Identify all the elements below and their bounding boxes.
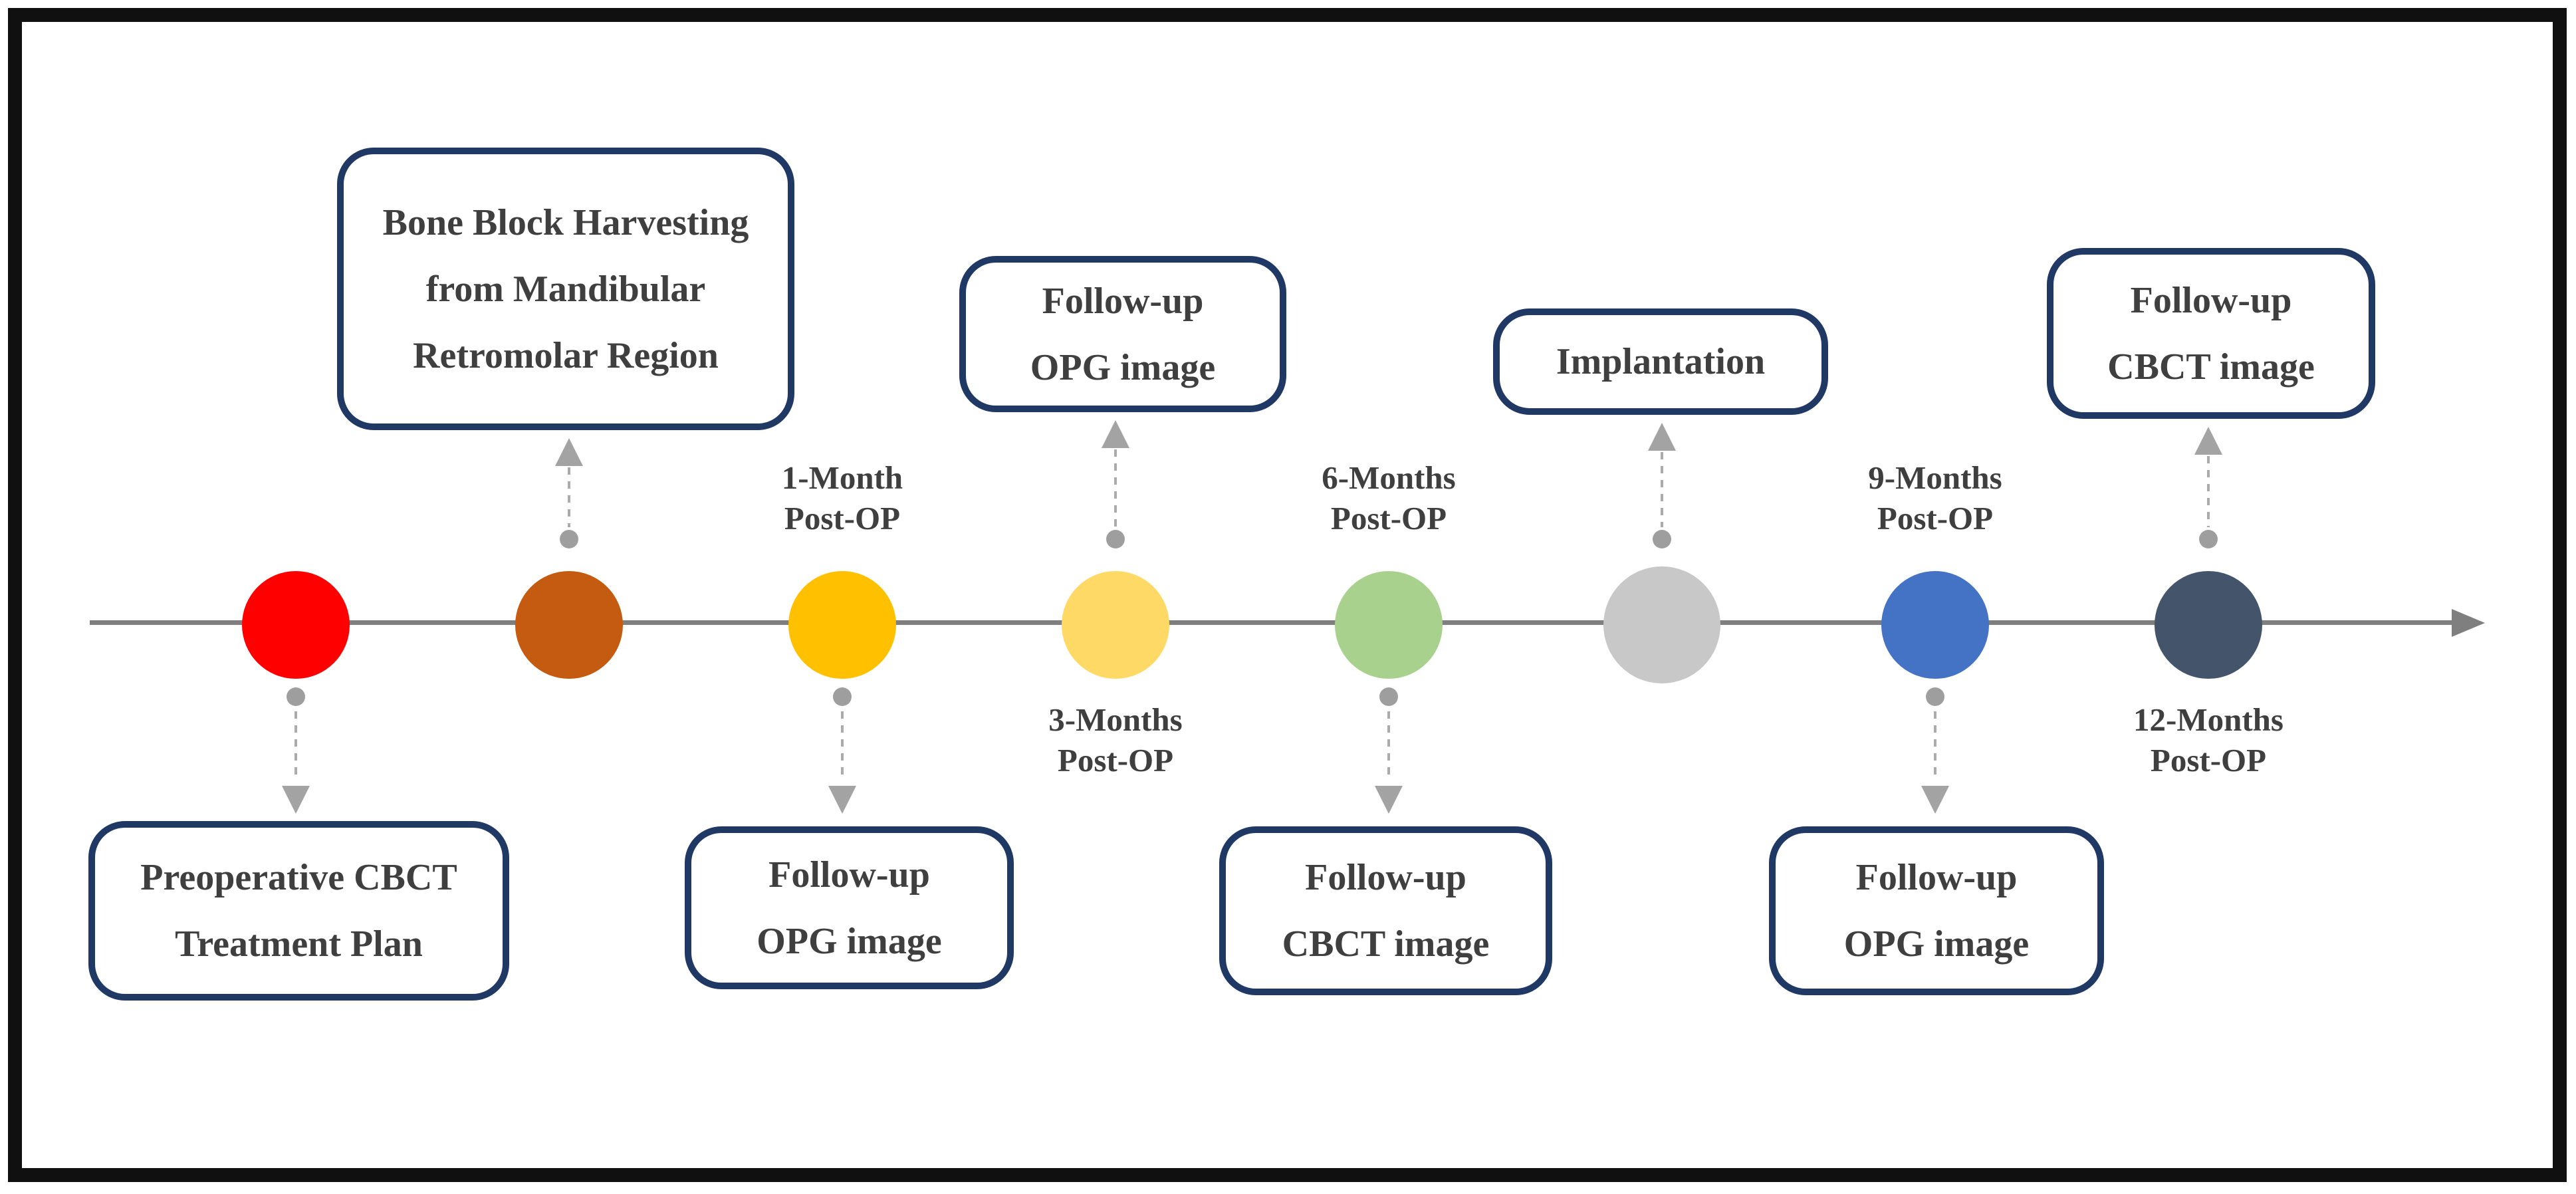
time-label-line: 6-Months [1322,459,1456,496]
box-label-line: OPG image [757,920,942,962]
time-label-six-months-post-op: 6-Months Post-OP [1269,457,1508,538]
connector-dashed-line [1114,449,1117,527]
event-box-six-months-followup: Follow-up CBCT image [1219,826,1552,995]
connector-dashed-line [1661,452,1663,527]
connector-dot-icon [1379,687,1398,706]
connector-arrowhead-icon [2194,427,2222,455]
time-label-three-months-post-op: 3-Months Post-OP [996,699,1235,780]
connector-dashed-line [294,711,297,779]
connector-dot-icon [1653,530,1671,548]
time-label-nine-months-post-op: 9-Months Post-OP [1815,457,2055,538]
box-label-line: Treatment Plan [175,923,423,965]
connector-dot-icon [1106,530,1125,548]
box-label-line: Follow-up [1042,280,1204,322]
box-label-line: CBCT image [1282,923,1490,965]
event-box-three-months-followup: Follow-up OPG image [959,256,1286,412]
event-circle-implantation [1603,566,1720,683]
connector-dot-icon [2199,530,2218,548]
connector-dot-icon [1926,687,1944,706]
event-box-one-month-followup: Follow-up OPG image [685,826,1014,989]
box-label-line: OPG image [1030,346,1216,388]
event-circle-bone-block-harvesting [515,571,623,679]
connector-dashed-line [568,467,570,527]
event-circle-three-months-post-op [1062,571,1169,679]
time-label-line: 9-Months [1868,459,2002,496]
time-label-line: Post-OP [784,500,901,537]
event-box-nine-months-followup: Follow-up OPG image [1769,826,2104,995]
timeline-arrowhead-icon [2452,609,2485,637]
box-label-line: CBCT image [2107,346,2315,388]
event-box-twelve-months-followup: Follow-up CBCT image [2047,248,2375,419]
event-box-bone-block-harvesting: Bone Block Harvesting from Mandibular Re… [337,148,794,430]
event-box-preoperative: Preoperative CBCT Treatment Plan [88,821,509,1001]
time-label-line: Post-OP [1330,500,1447,537]
connector-dot-icon [560,530,578,548]
connector-dot-icon [287,687,305,706]
box-label-line: Follow-up [1305,857,1466,898]
time-label-line: 1-Month [781,459,903,496]
time-label-line: 3-Months [1048,701,1183,738]
box-label-line: Bone Block Harvesting [382,201,749,243]
event-circle-one-month-post-op [788,571,896,679]
connector-dot-icon [833,687,852,706]
connector-dashed-line [1934,711,1936,779]
event-circle-preoperative [242,571,350,679]
event-circle-nine-months-post-op [1881,571,1989,679]
time-label-line: Post-OP [1057,742,1174,778]
box-label-line: Follow-up [768,854,930,896]
box-label-line: Preoperative CBCT [140,857,457,898]
connector-arrowhead-icon [1921,786,1949,814]
connector-arrowhead-icon [555,438,583,466]
box-label-line: OPG image [1843,923,2030,965]
connector-arrowhead-icon [828,786,856,814]
box-label-line: Implantation [1556,341,1766,382]
timeline-axis [90,620,2456,625]
event-box-implantation: Implantation [1493,308,1828,415]
time-label-line: Post-OP [1877,500,1994,537]
connector-arrowhead-icon [1648,423,1676,451]
time-label-line: Post-OP [2150,742,2267,778]
connector-arrowhead-icon [1375,786,1403,814]
event-circle-twelve-months-post-op [2155,571,2262,679]
time-label-line: 12-Months [2133,701,2283,738]
time-label-one-month-post-op: 1-Month Post-OP [723,457,962,538]
box-label-line: Retromolar Region [413,334,719,376]
event-circle-six-months-post-op [1335,571,1443,679]
box-label-line: from Mandibular [425,268,706,310]
connector-dashed-line [2207,456,2210,527]
connector-dashed-line [841,711,844,779]
box-label-line: Follow-up [1855,857,2018,898]
time-label-twelve-months-post-op: 12-Months Post-OP [2089,699,2328,780]
box-label-line: Follow-up [2130,279,2292,321]
connector-dashed-line [1387,711,1390,779]
connector-arrowhead-icon [282,786,310,814]
connector-arrowhead-icon [1102,420,1129,448]
